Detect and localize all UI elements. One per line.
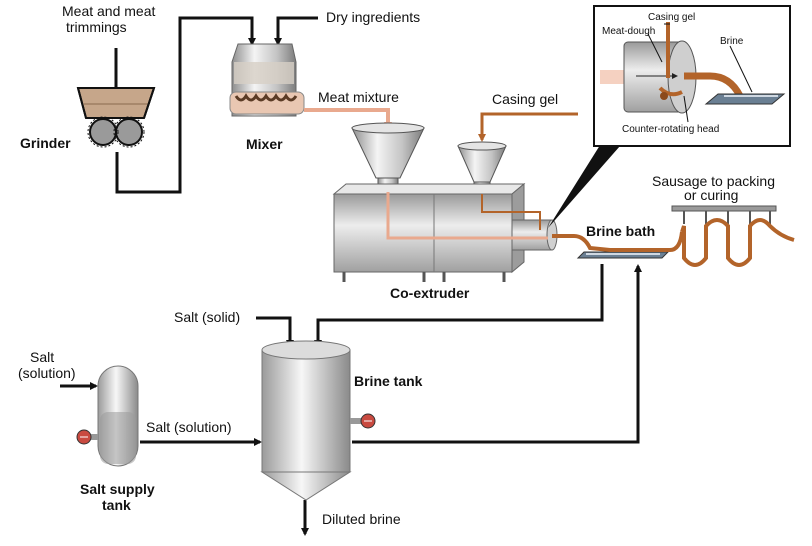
meat-mixture-pipe bbox=[304, 108, 392, 130]
sausage-strand bbox=[552, 231, 684, 252]
mixer-label: Mixer bbox=[246, 136, 283, 152]
salt-solution-line-label: Salt (solution) bbox=[146, 419, 232, 435]
diluted-brine-label: Diluted brine bbox=[322, 511, 401, 527]
inset-meat-dough-label: Meat-dough bbox=[602, 26, 655, 37]
mixer bbox=[229, 43, 305, 117]
brine-bath bbox=[576, 251, 670, 259]
meat-input-label-line1: Meat and meat bbox=[62, 3, 155, 19]
meat-mixture-label: Meat mixture bbox=[318, 89, 399, 105]
black-flow-lines bbox=[60, 16, 642, 536]
co-extruder-label: Co-extruder bbox=[390, 285, 470, 301]
sausage-label-line2: or curing bbox=[684, 187, 738, 203]
salt-solution-input-label-line2: (solution) bbox=[18, 365, 76, 381]
brine-tank bbox=[260, 340, 376, 501]
grinder bbox=[76, 87, 156, 148]
sausage-hanger bbox=[671, 205, 795, 267]
casing-gel-pipe bbox=[478, 112, 578, 142]
inset-detail: Casing gel Meat-dough Brine Counter-rota… bbox=[593, 5, 791, 147]
brine-bath-label: Brine bath bbox=[586, 223, 655, 239]
inset-casing-gel-label: Casing gel bbox=[648, 12, 695, 23]
inset-brine-label: Brine bbox=[720, 36, 744, 47]
salt-solution-input-label-line1: Salt bbox=[30, 349, 54, 365]
salt-solid-label: Salt (solid) bbox=[174, 309, 240, 325]
salt-supply-label-line2: tank bbox=[102, 497, 131, 513]
salt-supply-tank bbox=[76, 365, 139, 467]
salt-supply-label-line1: Salt supply bbox=[80, 481, 155, 497]
sausage-label-line1: Sausage to packing bbox=[652, 173, 775, 189]
grinder-label: Grinder bbox=[20, 135, 71, 151]
dry-ingredients-label: Dry ingredients bbox=[326, 9, 420, 25]
co-extruder bbox=[332, 122, 620, 282]
inset-counter-rotating-head-label: Counter-rotating head bbox=[622, 124, 719, 135]
brine-tank-label: Brine tank bbox=[354, 373, 423, 389]
casing-gel-label: Casing gel bbox=[492, 91, 558, 107]
meat-input-label-line2: trimmings bbox=[66, 19, 127, 35]
